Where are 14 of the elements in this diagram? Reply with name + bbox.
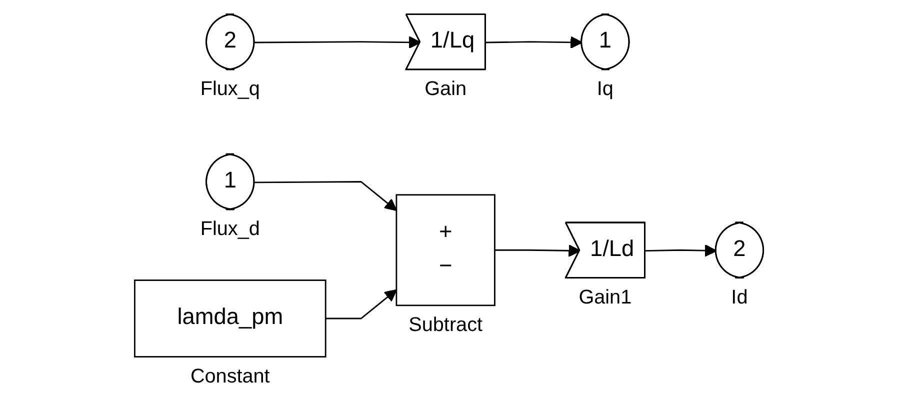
arrow xyxy=(254,181,398,211)
block-caption: Constant xyxy=(190,365,270,388)
block-caption: Flux_q xyxy=(200,78,260,100)
block-caption: Gain xyxy=(424,78,467,100)
node-box: lamda_pm xyxy=(134,280,326,358)
arrow xyxy=(645,244,717,257)
node-box: + − xyxy=(396,194,496,306)
block-caption: Subtract xyxy=(408,314,482,336)
block-caption: Iq xyxy=(596,78,614,100)
block-caption: Id xyxy=(731,286,748,308)
arrow xyxy=(326,289,398,320)
block-caption: Gain1 xyxy=(578,286,632,308)
arrow xyxy=(486,36,583,49)
block-caption: Flux_d xyxy=(200,218,260,240)
